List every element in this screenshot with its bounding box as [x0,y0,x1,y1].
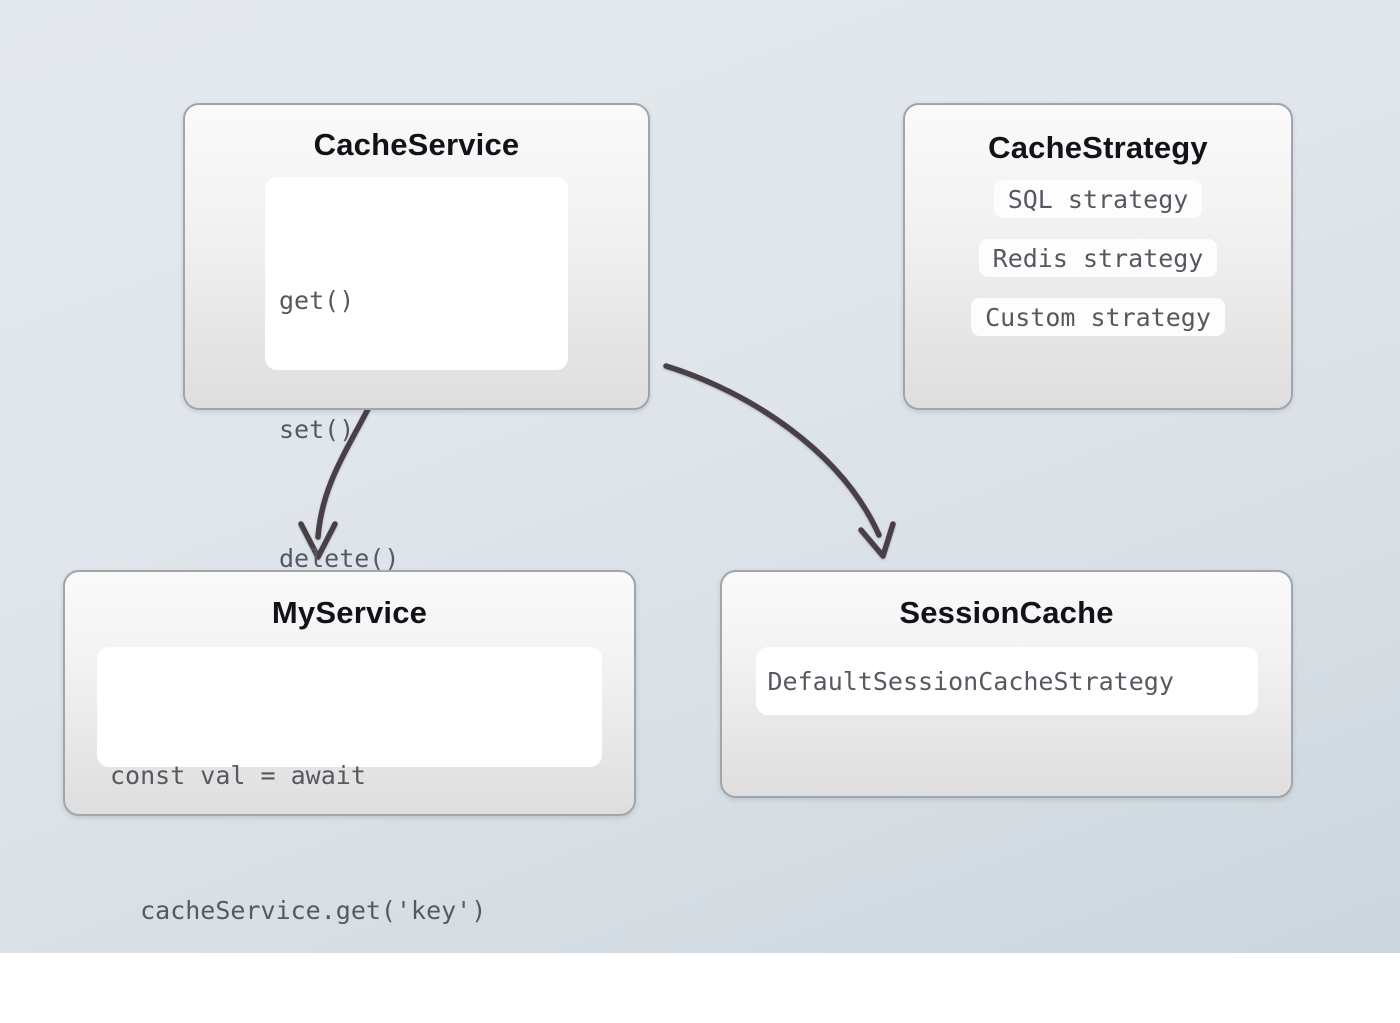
node-cache-strategy[interactable]: CacheStrategy SQL strategy Redis strateg… [903,103,1293,410]
diagram-canvas: CacheService get() set() delete() invali… [0,0,1400,953]
code-line: cacheService.get('key') [110,896,487,925]
node-my-service[interactable]: MyService const val = await cacheService… [63,570,636,925]
session-cache-strategy-label: DefaultSessionCacheStrategy [755,647,1258,715]
node-title-cache-strategy: CacheStrategy [988,130,1208,165]
node-title-my-service: MyService [271,595,428,630]
node-title-session-cache: SessionCache [899,595,1114,630]
strategy-pill-sql[interactable]: SQL strategy [993,180,1203,218]
code-line: const val = await [110,761,366,790]
cache-service-method-list: get() set() delete() invalidateTags() [265,177,568,702]
strategy-pill-redis[interactable]: Redis strategy [978,239,1218,277]
node-session-cache[interactable]: SessionCache DefaultSessionCacheStrategy [720,570,1293,798]
node-cache-service[interactable]: CacheService get() set() delete() invali… [183,103,650,702]
method-item: set() [279,415,355,444]
strategy-pill-custom[interactable]: Custom strategy [971,298,1225,336]
edge-cacheservice-sessioncache [663,363,896,559]
cache-strategy-option-list: SQL strategy Redis strategy Custom strat… [971,180,1225,336]
method-item: get() [279,286,355,315]
node-title-cache-service: CacheService [313,127,520,162]
method-item: delete() [279,544,400,573]
my-service-code-snippet: const val = await cacheService.get('key'… [97,647,602,925]
